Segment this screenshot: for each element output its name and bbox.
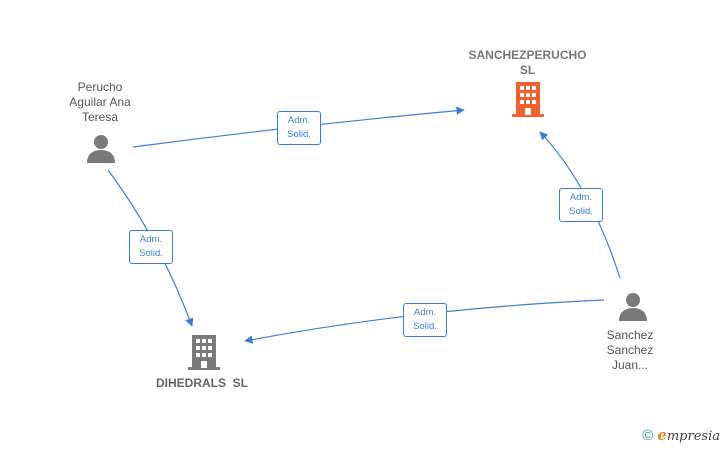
- edge-label-perucho-dihedrals: Adm. Solid.: [129, 230, 173, 264]
- edge-label-perucho-sanchezperucho: Adm. Solid.: [277, 111, 321, 145]
- empresia-watermark: © empresia: [642, 426, 720, 444]
- empresia-logo: empresia: [657, 426, 720, 444]
- edge-label-sanchez-dihedrals: Adm. Solid.: [403, 303, 447, 337]
- person-label-sanchez: Sanchez Sanchez Juan...: [606, 328, 654, 372]
- copyright-icon: ©: [642, 426, 654, 444]
- company-label-sanchezperucho: SANCHEZPERUCHO SL: [468, 48, 587, 77]
- company-label-dihedrals: DIHEDRALS SL: [155, 376, 248, 390]
- edge-label-sanchez-sanchezperucho: Adm. Solid.: [559, 188, 603, 222]
- person-icon[interactable]: [618, 292, 648, 322]
- building-icon[interactable]: [512, 82, 544, 118]
- person-label-perucho: Perucho Aguilar Ana Teresa: [69, 80, 131, 124]
- building-icon[interactable]: [188, 335, 220, 371]
- person-icon[interactable]: [86, 134, 116, 164]
